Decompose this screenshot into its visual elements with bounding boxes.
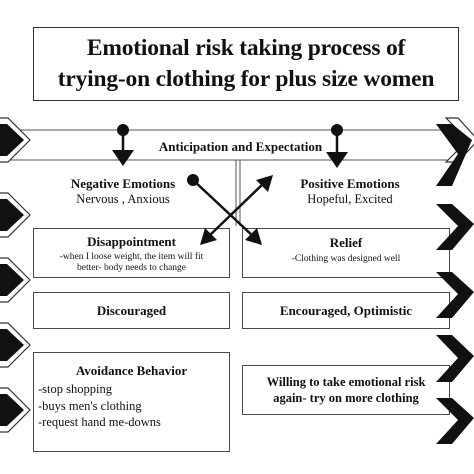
left-chevron-2 [0, 192, 31, 238]
cross-arrow-positive-to-disappointment [200, 175, 273, 245]
negative-emotions-box: Negative Emotions Nervous , Anxious [33, 170, 213, 215]
left-chevron-3 [0, 257, 31, 303]
negative-emotions-heading: Negative Emotions [70, 176, 176, 191]
relief-detail: -Clothing was designed well [291, 254, 401, 264]
positive-emotions-sub: Hopeful, Excited [307, 192, 393, 206]
down-arrow-left [112, 124, 134, 166]
title-line-2: trying-on clothing for plus size women [57, 66, 435, 92]
discouraged-box: Discouraged [33, 292, 230, 329]
right-chevron-4 [436, 335, 474, 382]
left-chevron-5 [0, 387, 31, 433]
left-chevron-1 [0, 117, 31, 163]
right-chevron-2 [436, 204, 474, 250]
negative-emotions-sub: Nervous , Anxious [76, 192, 170, 206]
disappointment-box: Disappointment -when I loose weight, the… [33, 228, 230, 278]
right-chevron-1 [436, 117, 474, 186]
down-arrow-right [326, 124, 348, 168]
title-line-1: Emotional risk taking process of [86, 35, 406, 61]
avoidance-item: -stop shopping [38, 382, 112, 396]
title-box: Emotional risk taking process of trying-… [33, 27, 459, 101]
discouraged-label: Discouraged [96, 302, 167, 318]
avoidance-item: -buys men's clothing [38, 398, 142, 413]
avoidance-behavior-box: Avoidance Behavior -stop shopping -buys … [33, 352, 230, 452]
positive-emotions-box: Positive Emotions Hopeful, Excited [250, 170, 450, 215]
relief-box: Relief -Clothing was designed well [242, 228, 450, 278]
right-chevron-5 [436, 398, 474, 444]
willing-line-1: Willing to take emotional risk [266, 375, 426, 389]
disappointment-detail-2: better- body needs to change [76, 263, 187, 273]
left-chevron-4 [0, 322, 31, 368]
encouraged-box: Encouraged, Optimistic [242, 292, 450, 329]
relief-heading: Relief [329, 235, 363, 250]
cross-arrow-negative-to-relief [187, 174, 262, 245]
disappointment-heading: Disappointment [87, 234, 176, 249]
anticipation-label: Anticipation and Expectation [158, 139, 323, 154]
positive-emotions-heading: Positive Emotions [300, 176, 400, 191]
willing-line-2: again- try on more clothing [273, 391, 419, 405]
disappointment-detail-1: -when I loose weight, the item will fit [59, 252, 204, 262]
encouraged-label: Encouraged, Optimistic [279, 302, 413, 318]
avoidance-heading: Avoidance Behavior [75, 363, 188, 378]
willing-box: Willing to take emotional risk again- tr… [242, 365, 450, 415]
avoidance-item: -request hand me-downs [38, 415, 161, 429]
right-chevron-3 [436, 272, 474, 318]
